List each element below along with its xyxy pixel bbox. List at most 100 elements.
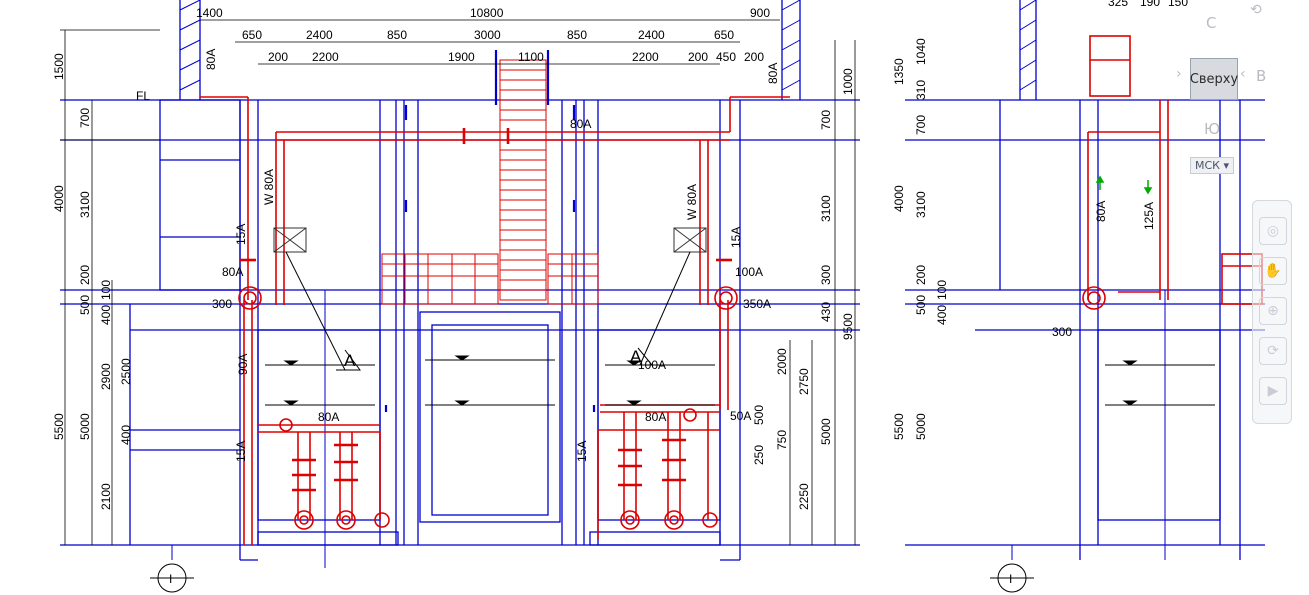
dim-left-400: 400 [99,305,113,325]
label-right-15a-upper: 15A [729,227,743,248]
right-dims: 1000 700 3100 300 430 9500 2000 2750 500… [752,68,855,510]
dim-sub-7: 450 [716,50,736,64]
label-left-vertical: W 80A [262,169,276,205]
side-dim-310: 310 [914,80,928,100]
viewcube[interactable]: С ⟲ › Сверху ‹ В Ю МСК ▾ [1170,0,1280,185]
dim-right-3100: 3100 [819,195,833,222]
dim-left-3100: 3100 [78,191,92,218]
dim-right-5000: 5000 [819,418,833,445]
dim-left-2900: 2900 [99,363,113,390]
label-left-300: 300 [212,297,232,311]
label-left-15a-lower: 15A [234,441,248,462]
side-dim-4000: 4000 [892,185,906,212]
zoom-icon[interactable]: ⊕ [1259,297,1287,325]
structure-side [905,0,1265,560]
side-dim-1040: 1040 [914,38,928,65]
side-dim-700: 700 [914,115,928,135]
side-label-300: 300 [1052,325,1072,339]
viewcube-east[interactable]: В [1256,67,1267,85]
label-left-80a: 80A [222,265,243,279]
dim-sub-1: 200 [268,50,288,64]
dim-seg-5: 850 [567,28,587,42]
dim-right-700: 700 [819,110,833,130]
grid-marker-side: I [1009,572,1012,586]
water-levels [265,355,715,406]
dim-right-2000: 2000 [775,348,789,375]
label-right-350a: 350A [743,297,771,311]
dim-seg-6: 2400 [638,28,665,42]
dim-left-2100: 2100 [99,483,113,510]
dim-left-small: 1400 [196,6,223,20]
chevron-right-icon[interactable]: › [1176,66,1182,82]
side-dim-5500: 5500 [892,413,906,440]
dim-sub-6: 200 [688,50,708,64]
label-right-100a: 100A [735,265,763,279]
dim-sub-8: 200 [744,50,764,64]
dim-sub-2: 2200 [312,50,339,64]
dim-sub-3: 1900 [448,50,475,64]
dim-left-200: 200 [78,265,92,285]
piping-network [200,96,790,545]
side-dim-200: 200 [914,265,928,285]
rotate-icon[interactable]: ⟲ [1250,2,1262,18]
dim-left-4000: 4000 [52,185,66,212]
dim-right-2250: 2250 [797,483,811,510]
dim-left-400b: 400 [119,425,133,445]
top-dims: 10800 1400 900 650 2400 850 3000 850 240… [196,6,770,64]
label-right-80a: 80A [645,410,666,424]
viewcube-north[interactable]: С [1206,14,1217,32]
dim-right-1000: 1000 [841,68,855,95]
dim-right-250: 250 [752,445,766,465]
section-marker-left: A [344,351,356,370]
dim-right-750: 750 [775,430,789,450]
side-label-80a: 80A [1094,201,1108,222]
label-right-50a: 50A [730,409,751,423]
label-left-top: 80A [204,49,218,70]
side-top-150: 150 [1168,0,1188,9]
dim-right-2750: 2750 [797,368,811,395]
dim-seg-7: 650 [714,28,734,42]
wcs-menu[interactable]: МСК ▾ [1190,157,1235,174]
dim-right-430: 430 [819,302,833,322]
dim-seg-3: 850 [387,28,407,42]
label-left-90a: 90A [236,354,250,375]
label-right-100a-lower: 100A [638,358,666,372]
side-dim-400: 400 [935,305,949,325]
dim-left-700: 700 [78,108,92,128]
central-stair [381,59,599,305]
side-dims: 1350 1040 310 700 4000 3100 200 500 400 … [892,0,1188,586]
dim-right-small: 900 [750,6,770,20]
dim-right-9500: 9500 [841,313,855,340]
side-top-325: 325 [1108,0,1128,9]
viewcube-south[interactable]: Ю [1204,120,1221,138]
section-marker-right: A [630,347,642,366]
dim-left-100: 100 [99,280,113,300]
label-right-top: 80A [766,63,780,84]
chevron-down-icon: ▾ [1223,159,1230,172]
flow-arrows [1095,175,1153,195]
dim-overall: 10800 [470,6,504,20]
chevron-left-icon[interactable]: ‹ [1240,66,1246,82]
viewcube-top-face[interactable]: Сверху [1190,58,1238,100]
orbit-icon[interactable]: ⟳ [1259,337,1287,365]
side-dim-3100: 3100 [914,191,928,218]
dim-seg-2: 2400 [306,28,333,42]
side-dim-100: 100 [935,280,949,300]
dim-left-1500: 1500 [52,53,66,80]
label-left-15a-upper: 15A [234,224,248,245]
dim-right-500: 500 [752,405,766,425]
structure-main [60,0,860,568]
pan-icon[interactable]: ✋ [1259,257,1287,285]
label-fl: FL [136,89,150,103]
side-dim-500: 500 [914,295,928,315]
dim-right-300: 300 [819,265,833,285]
label-right-vertical: W 80A [685,184,699,220]
dimension-lines [60,19,856,545]
dim-left-500: 500 [78,295,92,315]
showmotion-icon[interactable]: ▶ [1259,377,1287,405]
dim-left-5500: 5500 [52,413,66,440]
label-right-15a-lower: 15A [575,441,589,462]
navigation-bar[interactable]: ◎ ✋ ⊕ ⟳ ▶ [1252,200,1292,424]
steering-wheel-icon[interactable]: ◎ [1259,217,1287,245]
